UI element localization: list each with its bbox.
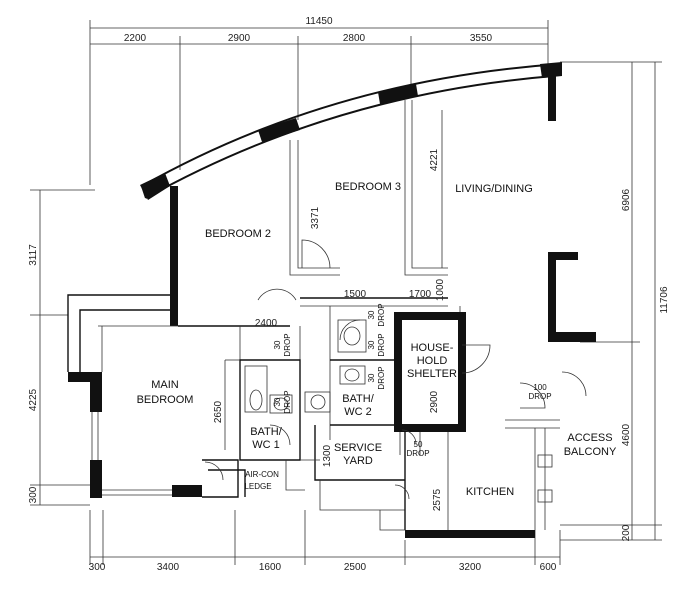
main-bedroom-ledge (67, 294, 178, 372)
room-bedroom-3: BEDROOM 3 (335, 181, 401, 193)
room-service-yard-line2: YARD (343, 455, 373, 467)
left-dimensions: 3117 4225 300 (28, 189, 95, 506)
drop-c-value: 30 (367, 310, 376, 319)
room-aircon-ledge-line2: LEDGE (244, 482, 271, 491)
room-aircon-ledge-line1: AIR-CON (245, 470, 279, 479)
right-dimensions: 11706 6906 4600 200 (560, 61, 670, 541)
drop-e-label: DROP (377, 366, 386, 389)
drop-a-value: 30 (273, 340, 282, 349)
dim-left-middle: 4225 (28, 388, 39, 411)
dim-2650: 2650 (213, 400, 224, 423)
room-bath2-line2: WC 2 (344, 406, 372, 418)
dim-right-upper: 6906 (621, 188, 632, 211)
household-shelter-walls (394, 312, 466, 432)
dim-3371: 3371 (310, 206, 321, 229)
room-household-line1: HOUSE- (411, 342, 454, 354)
drop-b-value: 30 (273, 397, 282, 406)
room-bedroom-2: BEDROOM 2 (205, 228, 271, 240)
dim-right-outer: 11706 (659, 286, 670, 314)
dim-bottom-3: 1600 (259, 562, 282, 573)
dim-right-lower: 4600 (621, 423, 632, 446)
dim-2400: 2400 (255, 318, 278, 329)
room-labels: BEDROOM 2 BEDROOM 3 LIVING/DINING MAIN B… (137, 181, 617, 498)
dim-top-4: 3550 (470, 33, 493, 44)
interior-walls (91, 100, 560, 531)
room-main-bedroom-line2: BEDROOM (137, 394, 194, 406)
dim-bottom-5: 3200 (459, 562, 482, 573)
dim-right-bottom: 200 (621, 524, 632, 541)
dim-1500: 1500 (344, 289, 367, 300)
drop-d-value: 30 (367, 340, 376, 349)
exterior-walls (68, 76, 596, 538)
drop-d-label: DROP (377, 333, 386, 356)
drop-f-value: 50 (414, 440, 423, 449)
room-bath1-line2: WC 1 (252, 439, 280, 451)
dim-1300: 1300 (322, 444, 333, 467)
dim-top-2: 2900 (228, 33, 251, 44)
room-kitchen: KITCHEN (466, 486, 514, 498)
room-living-dining: LIVING/DINING (455, 183, 533, 195)
bottom-dimensions: 300 3400 1600 2500 3200 600 (89, 510, 561, 573)
dim-top-3: 2800 (343, 33, 366, 44)
dim-top-1: 2200 (124, 33, 147, 44)
dim-2575: 2575 (432, 488, 443, 511)
drop-b-label: DROP (283, 390, 292, 413)
room-bath1-line1: BATH/ (250, 426, 283, 438)
room-household-line3: SHELTER (407, 368, 457, 380)
drop-g-label: DROP (528, 392, 551, 401)
drop-labels: 30 DROP 30 DROP 30 DROP 30 DROP 30 DROP … (273, 303, 552, 458)
room-bath2-line1: BATH/ (342, 393, 375, 405)
doors (204, 239, 587, 500)
dim-1000: 1000 (435, 278, 446, 301)
dim-bottom-2: 3400 (157, 562, 180, 573)
drop-c-label: DROP (377, 303, 386, 326)
interior-dimensions: 3371 4221 1000 1500 1700 2400 2650 2900 … (213, 148, 446, 511)
dim-1700: 1700 (409, 289, 432, 300)
dim-bottom-6: 600 (540, 562, 557, 573)
dim-left-bottom: 300 (28, 486, 39, 503)
dim-overall-width: 11450 (305, 16, 333, 27)
drop-f-label: DROP (406, 449, 429, 458)
dim-left-upper: 3117 (28, 244, 39, 266)
dim-bottom-1: 300 (89, 562, 106, 573)
room-access-balcony-line1: ACCESS (567, 432, 612, 444)
drop-g-value: 100 (533, 383, 547, 392)
dim-2900: 2900 (429, 390, 440, 413)
dim-4221: 4221 (429, 148, 440, 171)
room-household-line2: HOLD (417, 355, 448, 367)
drop-a-label: DROP (283, 333, 292, 356)
top-dimensions: 11450 2200 2900 2800 3550 (89, 16, 549, 185)
room-main-bedroom-line1: MAIN (151, 379, 179, 391)
curved-facade (140, 62, 562, 200)
dim-bottom-4: 2500 (344, 562, 367, 573)
room-service-yard-line1: SERVICE (334, 442, 382, 454)
room-access-balcony-line2: BALCONY (564, 446, 617, 458)
drop-e-value: 30 (367, 373, 376, 382)
